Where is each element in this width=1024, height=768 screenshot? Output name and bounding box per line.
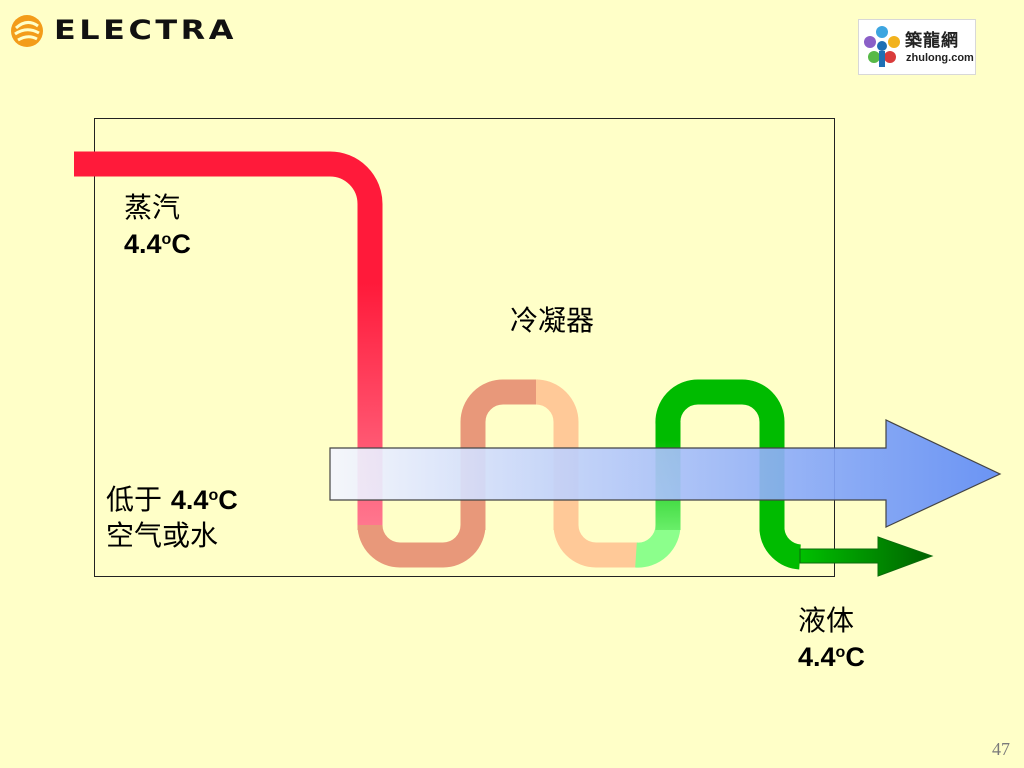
condenser-enclosure: [94, 118, 835, 577]
vapor-label: 蒸汽 4.4oC: [124, 190, 191, 262]
liquid-temperature: 4.4oC: [798, 642, 865, 672]
coolant-temperature: 低于 4.4oC: [106, 483, 238, 516]
zhulong-pinwheel-icon: [864, 26, 900, 67]
coolant-medium: 空气或水: [106, 519, 219, 552]
liquid-outlet-arrow: [799, 536, 934, 577]
coil-top-bend-2: [655, 379, 802, 570]
coil-bend-2-end: [635, 524, 681, 568]
brand-name: ELECTRA: [54, 15, 237, 46]
vapor-temperature: 4.4oC: [124, 229, 191, 259]
coolant-label: 低于 4.4oC 空气或水: [106, 482, 238, 554]
zhulong-chinese-name: 築龍網: [905, 31, 959, 51]
vapor-inlet-pipe: [74, 151, 383, 530]
coil-riser-1: [460, 379, 538, 530]
coolant-flow-arrow: [329, 419, 1002, 528]
zhulong-badge: 築龍網 zhulong.com: [858, 19, 976, 75]
electra-swirl-icon: [11, 15, 43, 47]
condenser-label: 冷凝器: [510, 304, 595, 337]
zhulong-url: zhulong.com: [906, 52, 974, 64]
liquid-name: 液体: [798, 604, 855, 637]
page-number: 47: [992, 739, 1010, 759]
liquid-label: 液体 4.4oC: [798, 603, 865, 675]
vapor-name: 蒸汽: [124, 191, 181, 224]
coil-top-bend-1: [535, 379, 579, 530]
coil-bend-2: [553, 524, 638, 568]
coil-bend-1: [357, 524, 486, 568]
